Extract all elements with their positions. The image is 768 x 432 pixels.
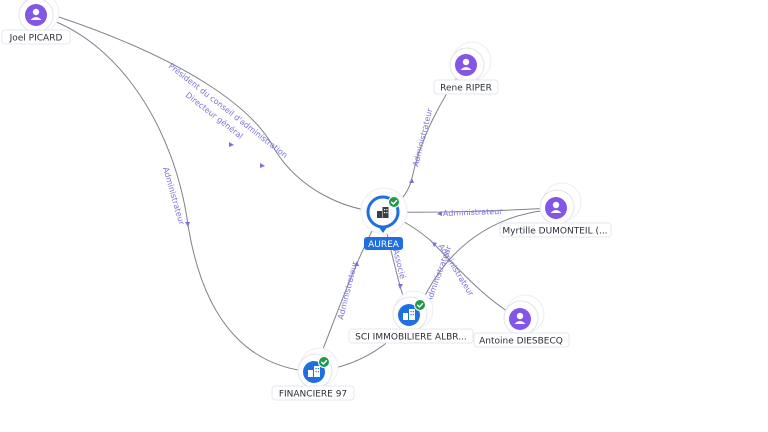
edge-myrtille-financiere[interactable] [313,209,551,373]
edge-arrow [260,163,265,168]
node-myrtille-dumonteil[interactable]: Myrtille DUMONTEIL (... [499,182,612,238]
check-badge-icon [414,299,426,311]
check-badge-icon [388,196,400,208]
node-label: Antoine DIESBECQ [479,337,563,347]
building-icon [308,366,320,377]
node-label: SCI IMMOBILIERE ALBR... [355,333,467,343]
node-sci-immobiliere[interactable]: SCI IMMOBILIERE ALBR... [348,290,474,344]
edge-myrtille-aurea[interactable] [381,207,556,213]
person-icon [460,58,472,70]
node-label: Joel PICARD [9,34,63,44]
edge-arrow [409,178,414,183]
node-joel-picard[interactable]: Joel PICARD [1,0,71,45]
building-icon [403,309,415,320]
edge-arrow [432,242,437,247]
person-icon [514,312,526,324]
edge-arrow [185,222,190,227]
node-label: FINANCIERE 97 [279,390,347,400]
node-antoine-diesbecq[interactable]: Antoine DIESBECQ [473,294,570,348]
edge-label: Président du conseil d'administration [167,61,290,160]
edge-arrow [229,142,234,147]
edge-label: Administrateur [411,107,434,168]
person-icon [30,8,42,20]
node-rene-riper[interactable]: Rene RIPER [433,41,499,95]
building-icon [377,207,389,218]
node-label: Rene RIPER [440,84,492,94]
node-label: AUREA [368,240,400,250]
node-label: Myrtille DUMONTEIL (... [502,227,607,237]
edge-label: Administrateur [336,260,359,321]
node-financiere-97[interactable]: FINANCIERE 97 [271,347,355,401]
node-aurea-focus[interactable]: AUREA [360,187,408,250]
person-icon [550,201,562,213]
edge-arrow [354,261,359,266]
edge-arrow [398,284,403,289]
check-badge-icon [318,356,330,368]
edge-label: Associé [391,248,408,280]
edge-joel-aurea[interactable] [49,13,383,213]
edge-label: Administrateur [443,207,504,218]
edge-arrow [437,211,442,216]
